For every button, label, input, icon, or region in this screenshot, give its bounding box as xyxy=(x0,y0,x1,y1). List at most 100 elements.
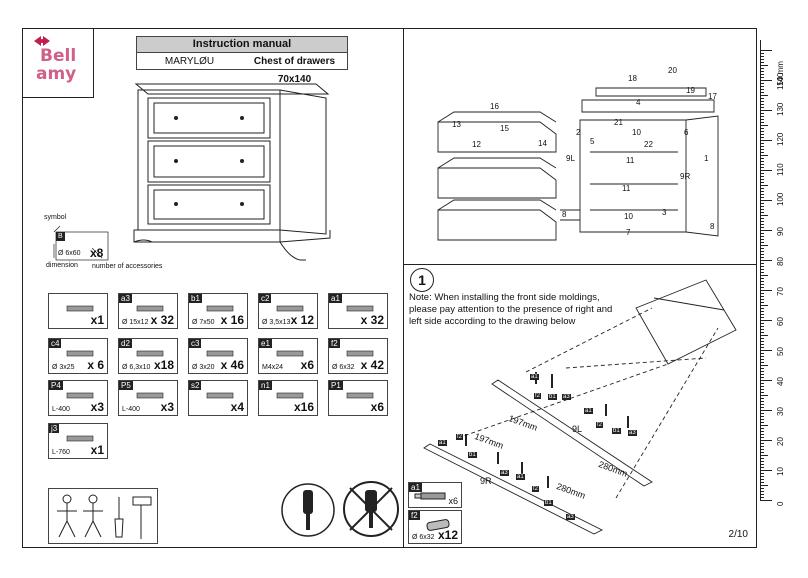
fitting-code: a3 xyxy=(562,394,571,400)
part-quantity: x3 xyxy=(160,400,174,414)
hand-screwdriver-icon xyxy=(281,483,335,537)
part-quantity: x4 xyxy=(230,400,244,414)
part-label: 9R xyxy=(680,172,691,181)
ruler-tick: 60 xyxy=(776,317,785,326)
part-dimension: Ø 3x20 xyxy=(192,364,215,371)
part-quantity: x 12 xyxy=(290,313,314,327)
part-label: 8 xyxy=(710,222,715,231)
part-icon xyxy=(276,392,304,399)
ruler-tick: 120 xyxy=(776,132,785,146)
dowel-icon xyxy=(414,492,446,500)
part-icon xyxy=(276,350,304,357)
product-name: Chest of drawers 70x140 xyxy=(253,56,336,85)
part-dimension: Ø 6,3x10 xyxy=(122,364,151,371)
legend-symbol-label: symbol xyxy=(44,214,67,221)
part-quantity: x 46 xyxy=(220,358,244,372)
part-dimension: Ø 3x25 xyxy=(52,364,75,371)
part-label: 22 xyxy=(644,140,653,149)
part-icon xyxy=(136,392,164,399)
ruler-tick: 100 xyxy=(776,192,785,206)
fitting-code: f2 xyxy=(596,422,604,428)
part-label: 7 xyxy=(626,228,631,237)
fitting-code: a3 xyxy=(628,430,637,436)
legend-code: B xyxy=(56,232,65,241)
part-code: c2 xyxy=(259,294,272,303)
part-code: P5 xyxy=(119,381,133,390)
part-label: 16 xyxy=(490,102,499,111)
part-label: 19 xyxy=(686,86,695,95)
people-screwdriver-hammer-icon xyxy=(57,494,152,539)
ruler-tick: 40 xyxy=(776,377,785,386)
exploded-view xyxy=(437,87,719,241)
logo: Bell amy xyxy=(22,28,94,98)
ruler-tick: 110 xyxy=(776,163,785,176)
part-quantity: x 16 xyxy=(220,313,244,327)
part-label: 13 xyxy=(452,120,461,129)
part-dimension: L-760 xyxy=(52,449,70,456)
ruler-tick: 0 xyxy=(776,501,785,506)
part-code: P4 xyxy=(49,381,63,390)
part-icon xyxy=(136,350,164,357)
part-icon xyxy=(346,305,374,312)
page-frame xyxy=(22,28,757,548)
part-quantity: x1 xyxy=(90,443,104,457)
fitting-code: f2 xyxy=(456,434,464,440)
page-title: Instruction manual xyxy=(137,37,347,53)
part-quantity: x16 xyxy=(293,400,314,414)
part-code: n1 xyxy=(259,381,272,390)
part-icon xyxy=(206,392,234,399)
legend-dim: Ø 6x60 xyxy=(58,250,81,257)
fitting-code: a1 xyxy=(516,474,525,480)
part-label: 18 xyxy=(628,74,637,83)
legend-accessories-label: number of accessories xyxy=(92,263,163,270)
callout-f2-code: f2 xyxy=(409,511,420,520)
part-dimension: L-400 xyxy=(52,406,70,413)
logo-line1: Bell xyxy=(40,46,77,66)
part-label: 4 xyxy=(636,98,641,107)
fitting-code: a3 xyxy=(566,514,575,520)
part-code: a3 xyxy=(119,294,132,303)
part-code: f2 xyxy=(329,339,340,348)
part-dimension: L-400 xyxy=(122,406,140,413)
part-label: 21 xyxy=(614,118,623,127)
part-quantity: x18 xyxy=(153,358,174,372)
title-box: Instruction manual MARYLØU Chest of draw… xyxy=(136,36,348,85)
part-label: 14 xyxy=(538,139,547,148)
fitting-code: b1 xyxy=(544,500,553,506)
fitting-code: a1 xyxy=(530,374,539,380)
ruler-tick: 90 xyxy=(776,227,785,236)
legend-qty: x8 xyxy=(90,246,104,260)
ruler-tick: 80 xyxy=(776,257,785,266)
part-quantity: x 42 xyxy=(360,358,384,372)
part-icon xyxy=(66,305,94,312)
part-quantity: x1 xyxy=(90,313,104,327)
part-icon xyxy=(206,305,234,312)
part-label: 15 xyxy=(500,124,509,133)
part-icon xyxy=(66,435,94,442)
ruler-tick: 20 xyxy=(776,437,785,446)
part-label: 10 xyxy=(632,128,641,137)
part-code: d2 xyxy=(119,339,132,348)
page-number: 2/10 xyxy=(728,529,748,540)
part-n1: n1 x16 xyxy=(258,380,318,416)
chest-drawing xyxy=(133,83,331,261)
no-power-drill-icon xyxy=(343,481,399,537)
part-icon xyxy=(136,305,164,312)
fitting-code: a3 xyxy=(500,470,509,476)
part-code: b1 xyxy=(189,294,202,303)
callout-a1: a1 x6 xyxy=(408,482,462,508)
part-dimension: M4x24 xyxy=(262,364,284,371)
ruler-tick: 50 xyxy=(776,347,785,356)
part-icon xyxy=(346,392,374,399)
step-note: Note: When installing the front side mol… xyxy=(409,292,613,327)
